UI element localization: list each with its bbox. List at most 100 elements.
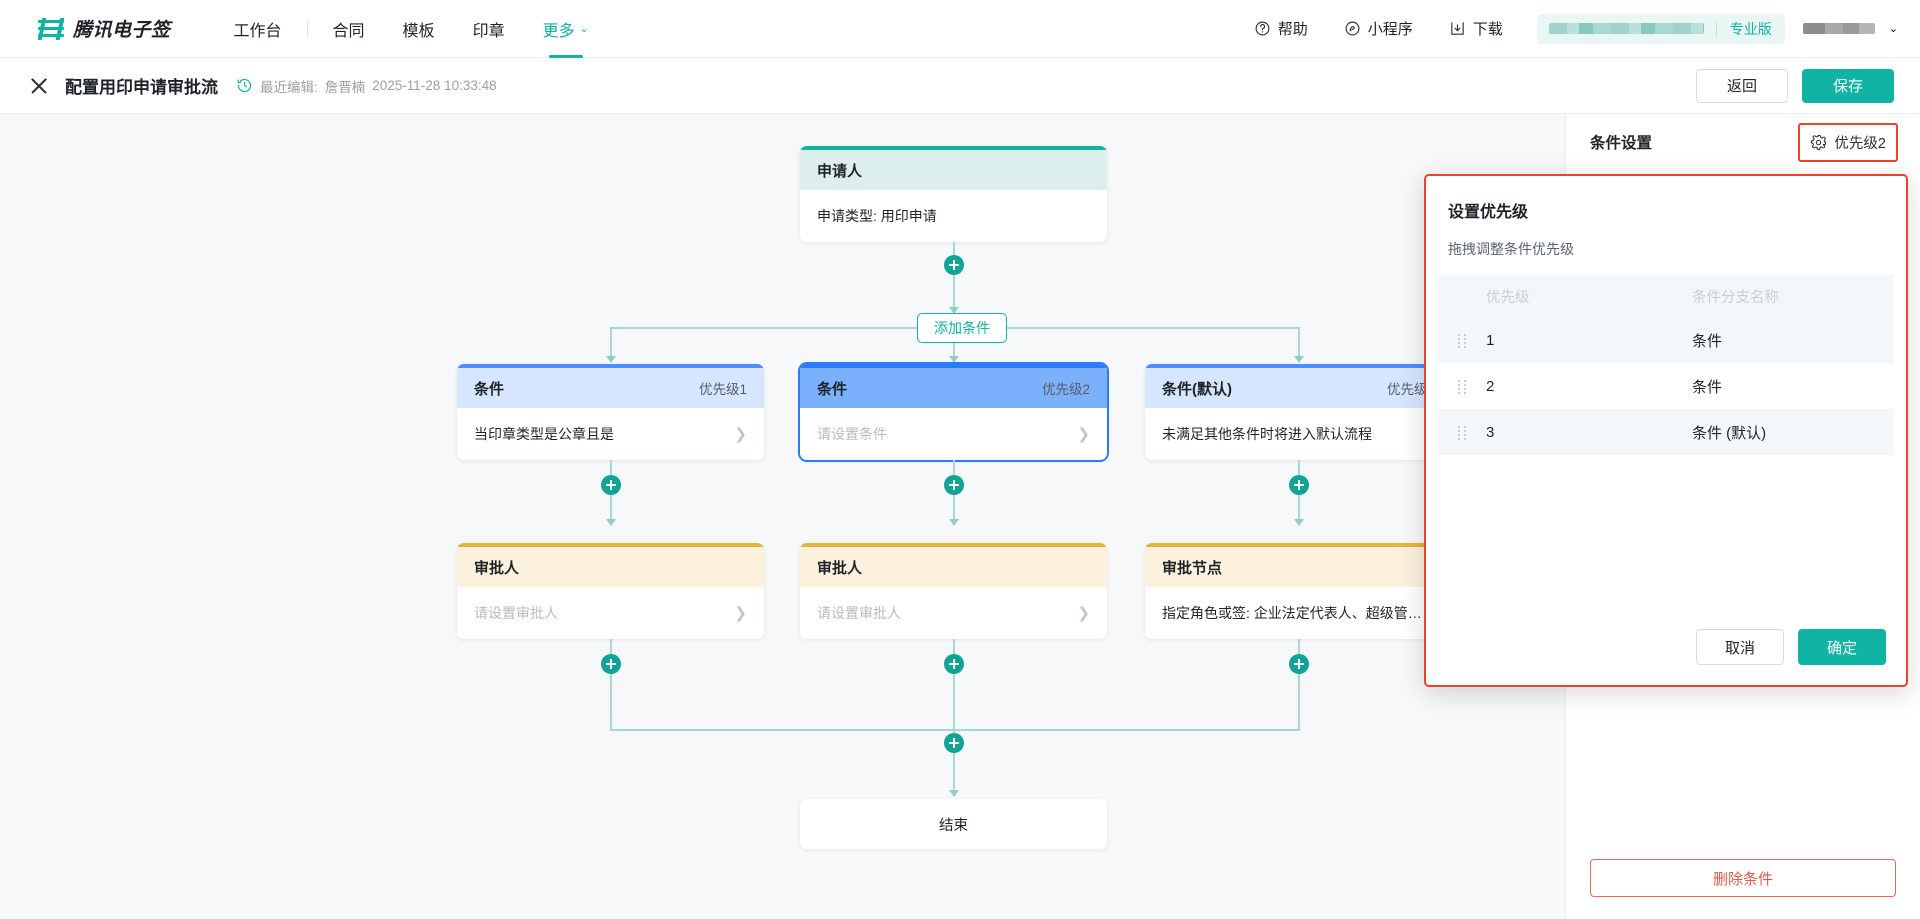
add-node-button[interactable] <box>944 733 964 753</box>
connector-line <box>610 495 612 525</box>
node-accent-bar <box>1145 364 1452 368</box>
nav-item-more[interactable]: 更多 ⌄ <box>524 0 608 58</box>
brand-name: 腾讯电子签 <box>73 20 171 41</box>
page-subheader: 配置用印申请审批流 最近编辑: 詹晋楠 2025-11-28 10:33:48 … <box>0 58 1920 114</box>
panel-title: 条件设置 <box>1590 135 1653 152</box>
user-name-redacted <box>1802 23 1875 34</box>
connector-line <box>953 343 955 362</box>
nav-item-label: 更多 <box>542 22 575 40</box>
node-body[interactable]: 当印章类型是公章且是 ❯ <box>457 408 764 460</box>
cancel-button[interactable]: 取消 <box>1696 629 1784 665</box>
node-body[interactable]: 指定角色或签: 企业法定代表人、超级管… <box>1145 587 1452 639</box>
miniprogram-button[interactable]: 小程序 <box>1326 18 1431 39</box>
connector-line <box>610 327 612 362</box>
node-header: 审批人 <box>457 547 764 587</box>
top-navigation-bar: 腾讯电子签 工作台 合同 模板 印章 更多 ⌄ <box>0 0 1920 58</box>
connector-line <box>953 674 955 731</box>
nav-item-workbench[interactable]: 工作台 <box>215 0 301 58</box>
table-row[interactable]: 3 条件 (默认) <box>1438 409 1894 455</box>
priority-table: 优先级 条件分支名称 1 条件 2 条件 <box>1438 275 1894 455</box>
help-circle-icon <box>1255 21 1270 36</box>
drag-grip-icon <box>1457 333 1467 348</box>
nav-divider <box>306 20 308 37</box>
brand-logo[interactable]: 腾讯电子签 <box>38 15 171 42</box>
subheader-actions: 返回 保存 <box>1696 68 1894 103</box>
save-button[interactable]: 保存 <box>1802 68 1894 103</box>
table-row[interactable]: 2 条件 <box>1438 363 1894 409</box>
connector-arrow <box>1294 356 1304 363</box>
nav-item-contract[interactable]: 合同 <box>314 0 384 58</box>
add-node-button[interactable] <box>1289 475 1309 495</box>
tencent-esign-logo-icon <box>38 18 64 40</box>
node-body-placeholder: 请设置审批人 <box>474 605 558 621</box>
add-node-button[interactable] <box>601 475 621 495</box>
connector-arrow <box>1294 519 1304 526</box>
connector-arrow <box>949 307 959 314</box>
connector-line <box>1298 327 1300 362</box>
drag-handle[interactable] <box>1438 333 1486 348</box>
node-priority-label: 优先级2 <box>1041 382 1090 397</box>
node-header: 申请人 <box>800 150 1107 190</box>
connector-line <box>953 495 955 525</box>
panel-header: 条件设置 优先级2 <box>1566 114 1920 170</box>
node-accent-bar <box>457 364 764 368</box>
node-condition-1[interactable]: 条件 优先级1 当印章类型是公章且是 ❯ <box>457 364 764 460</box>
column-header-branch-name: 条件分支名称 <box>1692 289 1779 306</box>
node-body[interactable]: 请设置条件 ❯ <box>800 408 1107 460</box>
connector-line <box>953 753 955 795</box>
connector-arrow <box>606 356 616 363</box>
download-label: 下载 <box>1472 21 1503 38</box>
node-accent-bar <box>800 146 1107 150</box>
plan-chip[interactable]: 专业版 <box>1536 13 1785 44</box>
table-row[interactable]: 1 条件 <box>1438 317 1894 363</box>
node-body[interactable]: 未满足其他条件时将进入默认流程 <box>1145 408 1452 460</box>
row-priority: 3 <box>1486 423 1495 441</box>
node-approver-1[interactable]: 审批人 请设置审批人 ❯ <box>457 543 764 639</box>
delete-condition-button[interactable]: 删除条件 <box>1590 859 1896 897</box>
node-condition-3-default[interactable]: 条件(默认) 优先级3 未满足其他条件时将进入默认流程 <box>1145 364 1452 460</box>
dialog-footer: 取消 确定 <box>1696 629 1886 665</box>
drag-handle[interactable] <box>1438 379 1486 394</box>
chevron-right-icon: ❯ <box>734 605 747 622</box>
back-button[interactable]: 返回 <box>1696 68 1788 103</box>
add-node-button[interactable] <box>601 654 621 674</box>
add-condition-button[interactable]: 添加条件 <box>917 313 1007 343</box>
node-title: 审批人 <box>817 559 863 577</box>
add-node-button[interactable] <box>944 255 964 275</box>
node-body[interactable]: 申请类型: 用印申请 <box>800 190 1107 242</box>
node-applicant[interactable]: 申请人 申请类型: 用印申请 <box>800 146 1107 242</box>
nav-item-label: 合同 <box>332 22 365 40</box>
node-body[interactable]: 请设置审批人 ❯ <box>800 587 1107 639</box>
close-icon[interactable] <box>30 77 48 95</box>
node-end[interactable]: 结束 <box>800 799 1107 849</box>
set-priority-button[interactable]: 优先级2 <box>1798 122 1898 162</box>
help-button[interactable]: 帮助 <box>1236 18 1326 39</box>
confirm-button[interactable]: 确定 <box>1798 629 1886 665</box>
add-node-button[interactable] <box>1289 654 1309 674</box>
nav-item-seal[interactable]: 印章 <box>454 0 524 58</box>
user-menu[interactable]: ⌄ <box>1802 22 1898 35</box>
add-node-button[interactable] <box>944 654 964 674</box>
row-priority: 2 <box>1486 377 1495 395</box>
node-body-placeholder: 请设置条件 <box>817 426 887 442</box>
row-priority: 1 <box>1486 331 1495 349</box>
download-button[interactable]: 下载 <box>1431 18 1521 39</box>
nav-item-template[interactable]: 模板 <box>384 0 454 58</box>
flowchart-canvas[interactable]: 申请人 申请类型: 用印申请 添加条件 条件 优先级1 当印章 <box>0 114 1565 919</box>
node-title: 审批节点 <box>1162 559 1223 577</box>
node-approver-2[interactable]: 审批人 请设置审批人 ❯ <box>800 543 1107 639</box>
chevron-right-icon: ❯ <box>1077 605 1090 622</box>
drag-handle[interactable] <box>1438 425 1486 440</box>
node-header: 审批人 <box>800 547 1107 587</box>
plan-label: 专业版 <box>1729 20 1772 37</box>
add-node-button[interactable] <box>944 475 964 495</box>
dialog-title: 设置优先级 <box>1448 204 1529 221</box>
node-approver-3[interactable]: 审批节点 指定角色或签: 企业法定代表人、超级管… <box>1145 543 1452 639</box>
set-priority-dialog: 设置优先级 拖拽调整条件优先级 优先级 条件分支名称 1 条件 <box>1424 174 1908 687</box>
node-body[interactable]: 请设置审批人 ❯ <box>457 587 764 639</box>
node-condition-2[interactable]: 条件 优先级2 请设置条件 ❯ <box>800 364 1107 460</box>
help-label: 帮助 <box>1277 21 1308 38</box>
node-priority-label: 优先级3 <box>1386 382 1435 397</box>
connector-arrow <box>606 519 616 526</box>
history-clock-icon <box>237 78 252 93</box>
